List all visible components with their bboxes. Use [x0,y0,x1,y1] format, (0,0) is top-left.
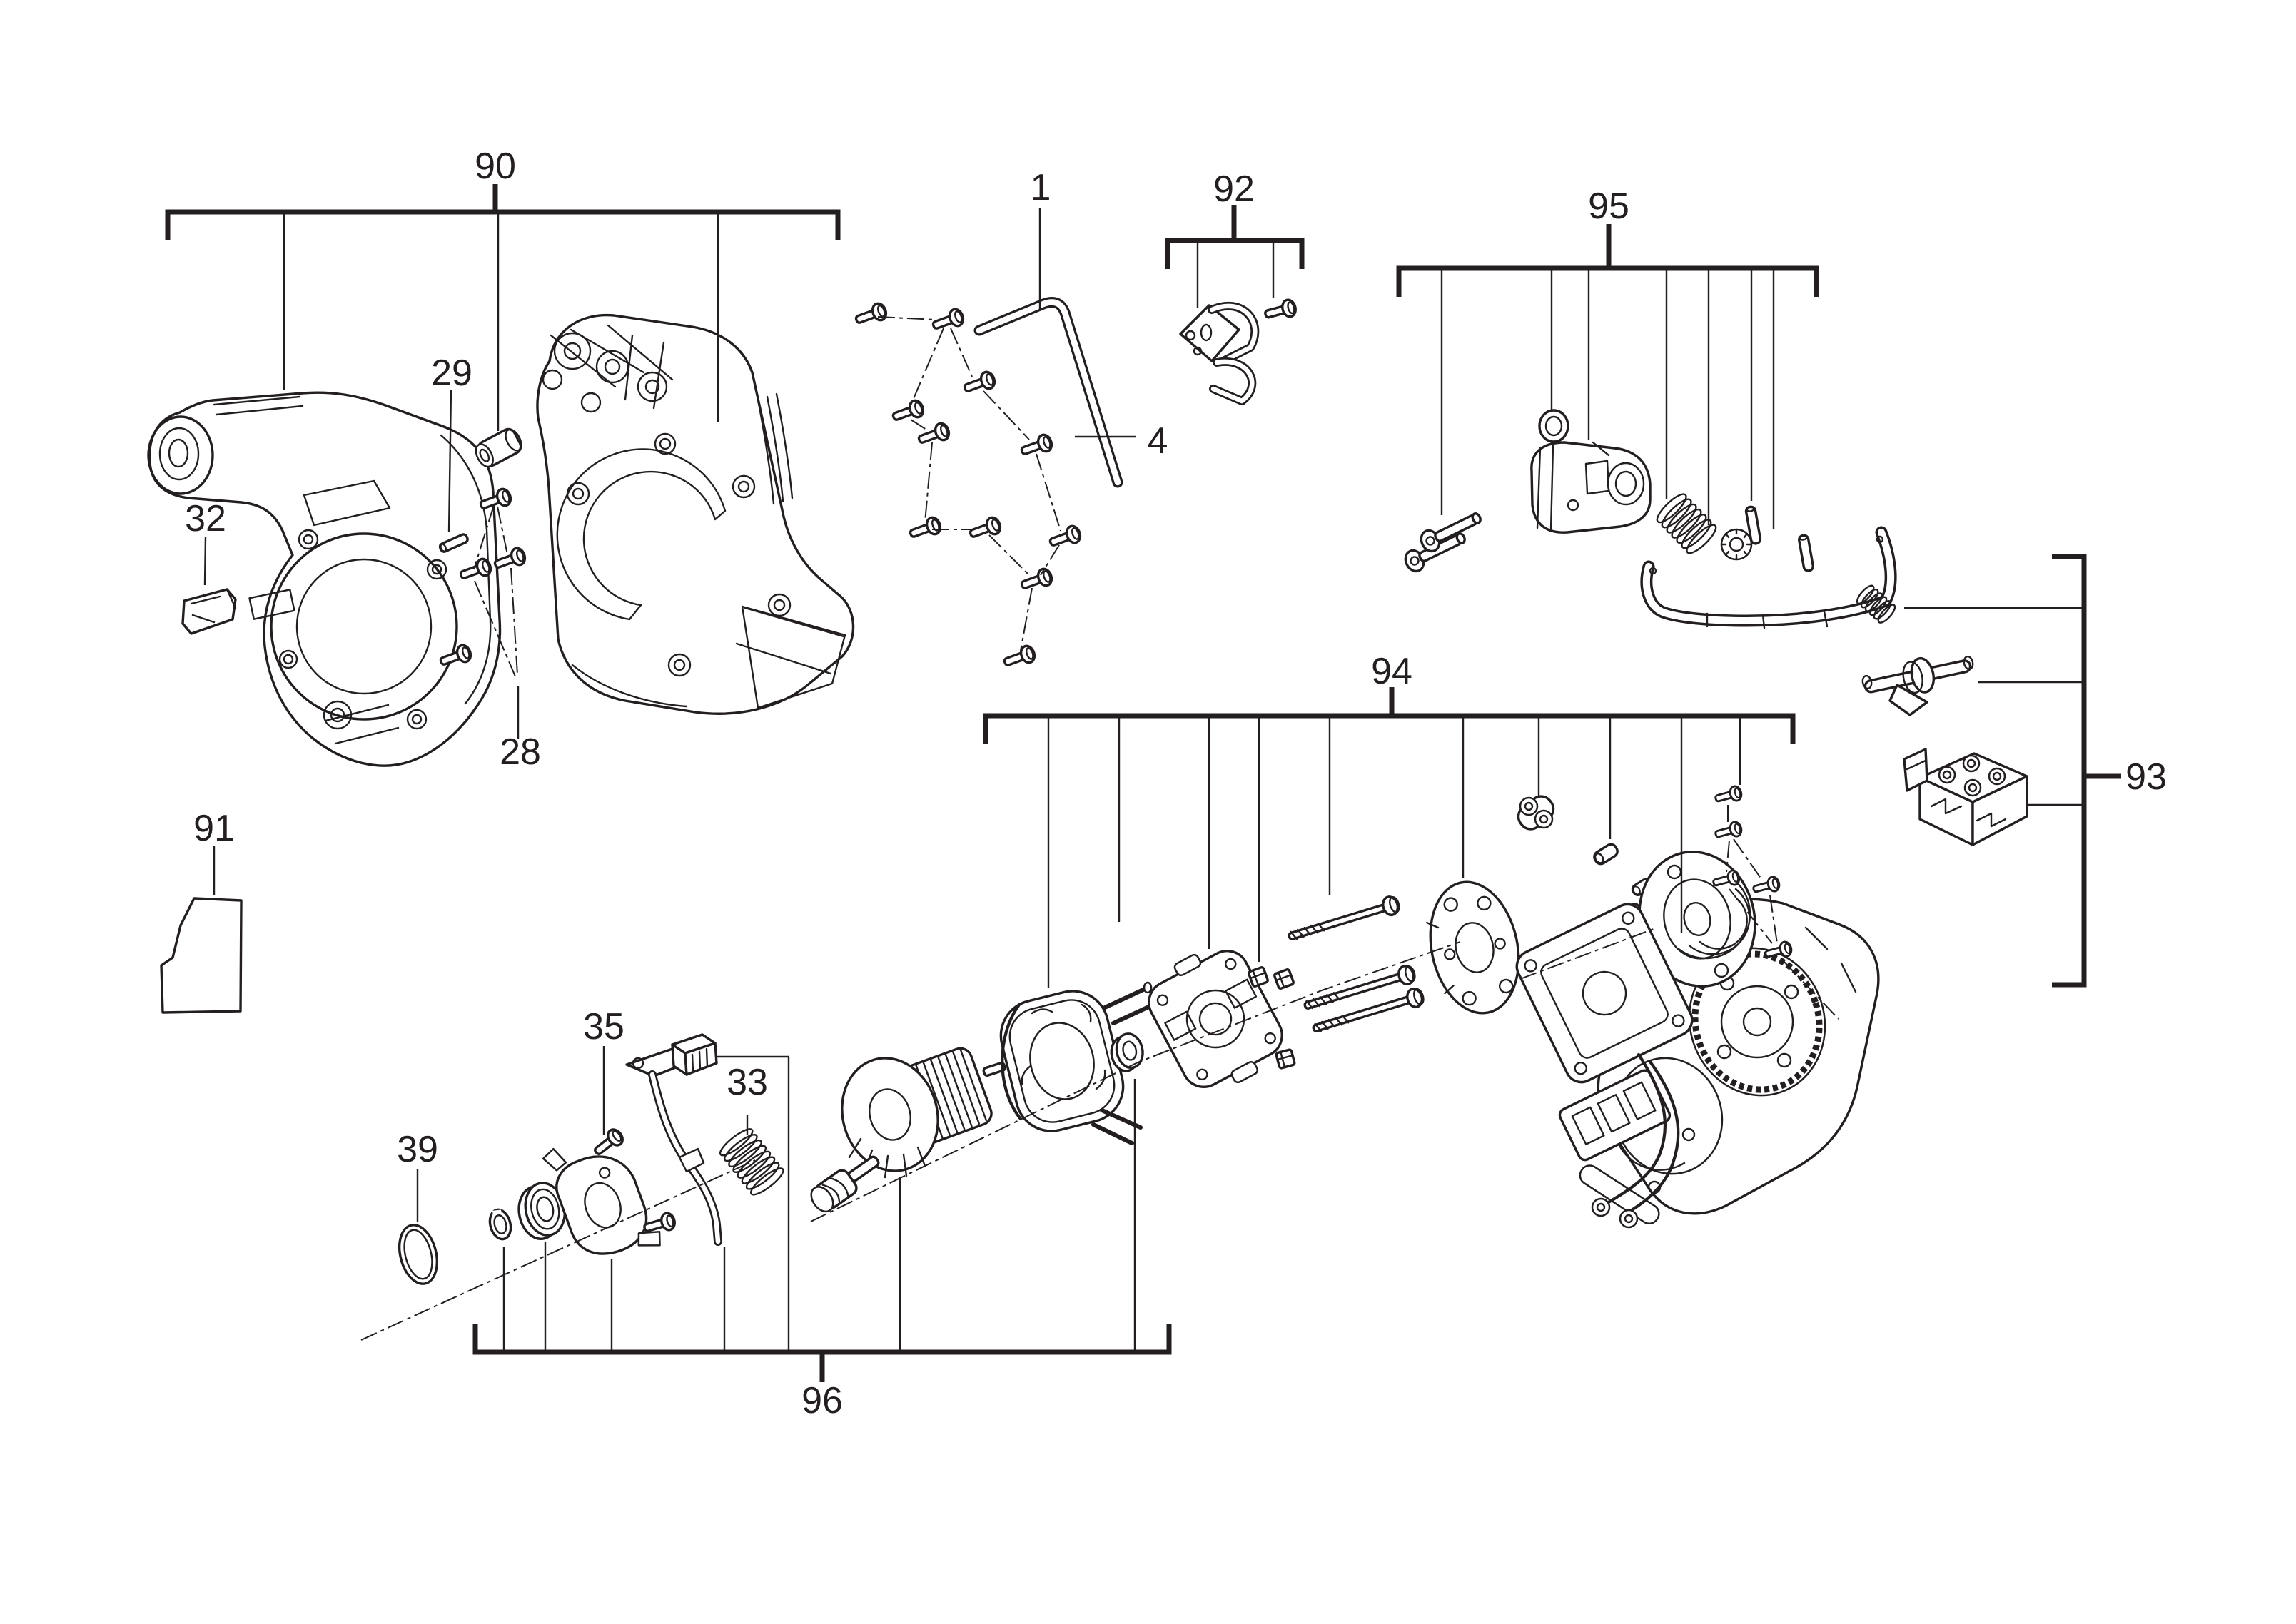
dash-link-7 [910,419,927,430]
motor-bolts [1285,893,1427,1039]
pivot-pins [1744,505,1814,572]
axis-lines-layer [360,316,1839,1341]
callout-labels-layer: 90 29 32 28 91 1 4 92 95 94 93 96 39 35 33 [185,146,2167,1421]
motor-housing-right-half [536,313,855,715]
bracket-group-96 [472,1324,1172,1355]
dash-link-0 [473,504,495,570]
wire-grommet [1517,795,1555,831]
dash-link-14 [1020,587,1033,651]
lock-shaft [1861,655,1974,716]
assembly-axis-0 [360,1159,756,1341]
hex-key [973,297,1123,488]
bracket-group-90 [165,209,841,240]
shoe-spring [1656,493,1717,554]
leader-line-4 [203,536,207,586]
stator [999,981,1161,1145]
bracket-group-94 [983,713,1796,744]
shoe-tube [1640,526,1897,629]
dash-link-13 [1040,544,1060,576]
switch [1903,748,2028,846]
o-ring-small [1538,409,1569,443]
screw-set [852,300,1084,672]
label-sticker [160,897,243,1014]
push-nut [1720,528,1753,561]
rafter-hook [1179,301,1260,405]
callout-39: 39 [397,1129,438,1170]
callout-90: 90 [475,146,516,187]
bracket-group-95 [1396,265,1819,297]
locating-pin [438,533,469,553]
callout-95: 95 [1588,186,1629,227]
o-ring [398,1224,438,1285]
dash-link-16 [1726,840,1730,873]
dash-link-6 [910,328,944,406]
callout-91: 91 [193,808,235,849]
dash-link-18 [1729,888,1773,944]
callout-94: 94 [1371,651,1412,692]
dash-link-10 [1036,453,1061,532]
dash-link-2 [474,580,516,677]
callout-1: 1 [1031,167,1051,208]
callout-32: 32 [185,498,226,539]
bumper-pad [671,1033,718,1076]
detent-spring [1856,584,1896,624]
motor-control-module [1515,903,1694,1229]
callout-4: 4 [1148,420,1168,462]
dash-link-12 [988,534,1030,576]
bit-holder-clip [181,588,237,635]
callout-96: 96 [801,1380,843,1421]
armature-with-fan [810,1047,1006,1213]
shoe-screws [1400,506,1486,576]
lever-spring [719,1128,784,1196]
assembly-axis-2 [1519,927,1658,980]
dash-link-19 [1769,895,1778,944]
dash-link-9 [924,442,933,523]
dash-link-20 [1782,960,1839,1020]
brush-holder [1148,950,1283,1088]
bracket-group-92 [1165,238,1305,269]
callout-33: 33 [727,1062,768,1103]
dash-link-8 [983,390,1030,440]
shoe-pivot-housing [1530,441,1652,534]
baffle-gasket [1426,880,1520,1015]
assembly-axis-1 [810,941,1461,1222]
callout-28: 28 [500,731,541,773]
bracket-group-93 [2052,554,2087,988]
callout-35: 35 [583,1006,624,1047]
housing-bushing [475,427,522,468]
leader-lines-layer [203,208,2084,1350]
callout-92: 92 [1213,168,1255,210]
plate-screw [590,1125,627,1161]
motor-housing-left-half [147,391,502,767]
dash-link-3 [510,567,518,676]
leader-line-3 [447,389,452,533]
dash-link-17 [1733,838,1762,880]
retaining-washer [488,1208,512,1241]
callout-93: 93 [2125,756,2167,798]
dash-link-5 [950,328,973,377]
dash-link-4 [877,316,937,320]
dash-link-1 [497,506,509,559]
callout-29: 29 [431,352,472,394]
hook-screw [1262,297,1299,325]
group-brackets-layer [165,184,2121,1382]
rotor-bearing [1110,1032,1144,1072]
front-bearing [517,1182,566,1240]
